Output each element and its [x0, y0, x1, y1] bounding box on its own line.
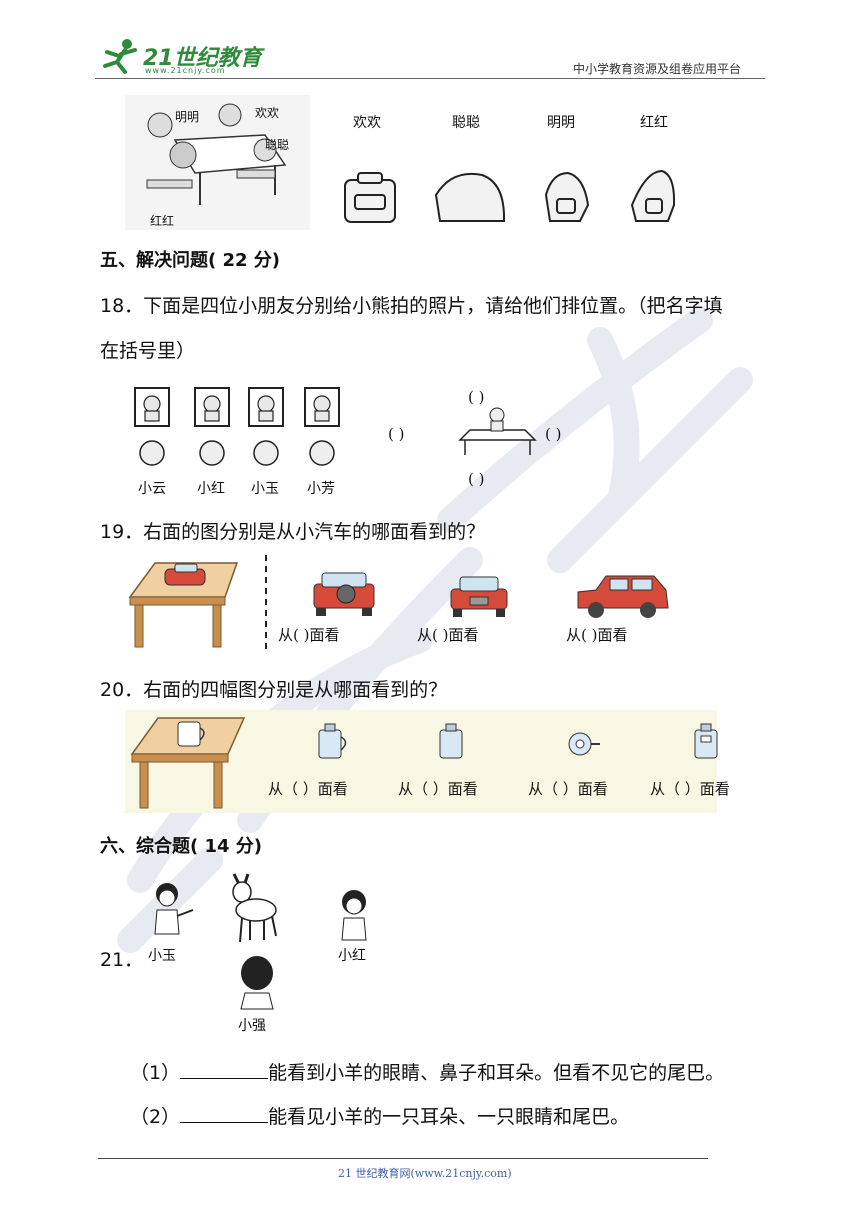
- scene-label-honghong: 红红: [150, 214, 175, 228]
- girl-xiaohong-figure: [341, 890, 367, 941]
- logo-text: 21世纪教育: [143, 46, 262, 71]
- logo-url: www.21cnjy.com: [145, 66, 226, 75]
- cup-view-2: [439, 723, 463, 759]
- footer-text: 21 世纪教育网(www.21cnjy.com): [338, 1167, 512, 1180]
- q20-answer-4[interactable]: 从（ ）面看: [650, 780, 730, 798]
- car-on-table-figure: [128, 562, 239, 648]
- bag-label-1: 欢欢: [353, 115, 381, 131]
- q19-answer-1[interactable]: 从( )面看: [278, 626, 340, 644]
- scene-label-huanhuan: 欢欢: [255, 106, 280, 120]
- goat-figure: [232, 873, 277, 943]
- cup-view-3: [568, 732, 600, 756]
- answer-blank-left[interactable]: ( ): [388, 425, 405, 443]
- scene-label-congcong: 聪聪: [265, 138, 290, 152]
- q21-sub2-blank[interactable]: [180, 1104, 269, 1123]
- name-xiaoqiang: 小强: [238, 1018, 266, 1034]
- classroom-scene-figure: [125, 95, 310, 230]
- q20-answer-2[interactable]: 从（ ）面看: [398, 780, 478, 798]
- q18-text-line2: 在括号里）: [100, 340, 196, 362]
- bag-label-2: 聪聪: [452, 115, 480, 131]
- q21-sub1-blank[interactable]: [180, 1060, 269, 1079]
- answer-blank-top[interactable]: ( ): [468, 388, 485, 406]
- name-xiaohong: 小红: [338, 948, 366, 964]
- backpack-icons: [344, 169, 676, 223]
- name-xiaoyu: 小玉: [148, 948, 176, 964]
- q21-sub1-text: 能看到小羊的眼睛、鼻子和耳朵。但看不见它的尾巴。: [268, 1062, 725, 1084]
- child-name-xiaoyu: 小玉: [251, 481, 279, 497]
- child-name-xiaohong: 小红: [197, 481, 225, 497]
- q20-answer-3[interactable]: 从（ ）面看: [528, 780, 608, 798]
- q21-sub1: （1） 能看到小羊的眼睛、鼻子和耳朵。但看不见它的尾巴。: [130, 1058, 724, 1085]
- section5-title: 五、解决问题( 22 分): [100, 250, 281, 271]
- q21-sub1-prefix: （1）: [130, 1062, 181, 1084]
- dashed-divider: [265, 555, 267, 650]
- q21-sub2-text: 能看见小羊的一只耳朵、一只眼睛和尾巴。: [268, 1106, 630, 1128]
- car-side-view: [577, 575, 669, 618]
- header-tagline: 中小学教育资源及组卷应用平台: [573, 62, 742, 76]
- scene-label-mingming: 明明: [175, 110, 200, 124]
- boy-xiaoqiang-figure: [240, 956, 274, 1010]
- bear-photo-frames: [134, 387, 340, 427]
- bag-label-3: 明明: [547, 115, 575, 131]
- header: 21世纪教育 www.21cnjy.com 中小学教育资源及组卷应用平台: [95, 30, 765, 80]
- girl-xiaoyu-figure: [154, 883, 194, 935]
- car-front-view: [450, 576, 508, 617]
- child-name-xiaoyun: 小云: [138, 481, 166, 497]
- q21-number: 21．: [100, 949, 144, 971]
- cup-view-4: [694, 723, 718, 759]
- car-rear-view: [313, 572, 375, 616]
- child-name-xiaofang: 小芳: [307, 481, 335, 497]
- logo-runner-icon: [103, 39, 137, 74]
- q19-answer-2[interactable]: 从( )面看: [417, 626, 479, 644]
- q20-answer-1[interactable]: 从（ ）面看: [268, 780, 348, 798]
- answer-blank-bottom[interactable]: ( ): [468, 470, 485, 488]
- q21-sub2: （2） 能看见小羊的一只耳朵、一只眼睛和尾巴。: [130, 1102, 629, 1129]
- cup-on-table-figure: [130, 717, 246, 809]
- answer-blank-right[interactable]: ( ): [545, 425, 562, 443]
- bag-label-4: 红红: [640, 115, 668, 131]
- q19-text: 19．右面的图分别是从小汽车的哪面看到的？: [100, 521, 486, 543]
- q20-text: 20．右面的四幅图分别是从哪面看到的？: [100, 679, 448, 701]
- children-icons: [139, 440, 335, 466]
- cup-view-1: [318, 723, 347, 759]
- q18-text-line1: 18．下面是四位小朋友分别给小熊拍的照片，请给他们排位置。（把名字填: [100, 295, 723, 317]
- header-rule: [95, 78, 765, 79]
- footer-rule: [98, 1158, 708, 1159]
- bear-on-table-diagram: [458, 407, 537, 455]
- section6-title: 六、综合题( 14 分): [100, 836, 263, 857]
- q19-answer-3[interactable]: 从( )面看: [566, 626, 628, 644]
- q21-sub2-prefix: （2）: [130, 1106, 181, 1128]
